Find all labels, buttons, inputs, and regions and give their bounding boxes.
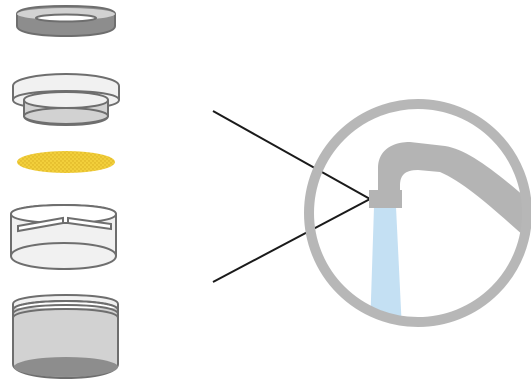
mesh-screen-part — [17, 151, 115, 173]
outer-ring-hole — [35, 13, 97, 23]
outer-ring-part — [16, 4, 116, 38]
detail-circle — [304, 99, 531, 327]
aerator-cage-part — [9, 203, 118, 271]
housing-thread-3 — [12, 307, 119, 319]
flow-insert-mid-step — [22, 90, 110, 110]
flow-insert-bottom — [23, 107, 109, 125]
housing-thread-2 — [12, 303, 119, 315]
leader-lines — [212, 110, 371, 283]
faucet-aerator-tip — [369, 190, 402, 208]
aerator-cage-rim — [10, 241, 117, 257]
faucet-detail-view — [304, 99, 531, 327]
flow-insert-top — [12, 72, 120, 101]
housing-thread-1 — [12, 299, 119, 311]
mesh-screen-disc — [17, 151, 115, 173]
housing-part — [12, 293, 119, 380]
aerator-cage-slot-right — [67, 216, 112, 231]
housing-bottom — [14, 357, 118, 377]
faucet-spout-icon — [378, 142, 527, 250]
faucet-detail-clipped — [369, 142, 527, 322]
water-stream-icon — [370, 207, 402, 322]
flow-insert-part — [12, 72, 120, 127]
leader-line-upper — [212, 110, 371, 200]
aerator-cage-slot-left — [17, 216, 64, 233]
leader-line-lower — [212, 198, 371, 283]
